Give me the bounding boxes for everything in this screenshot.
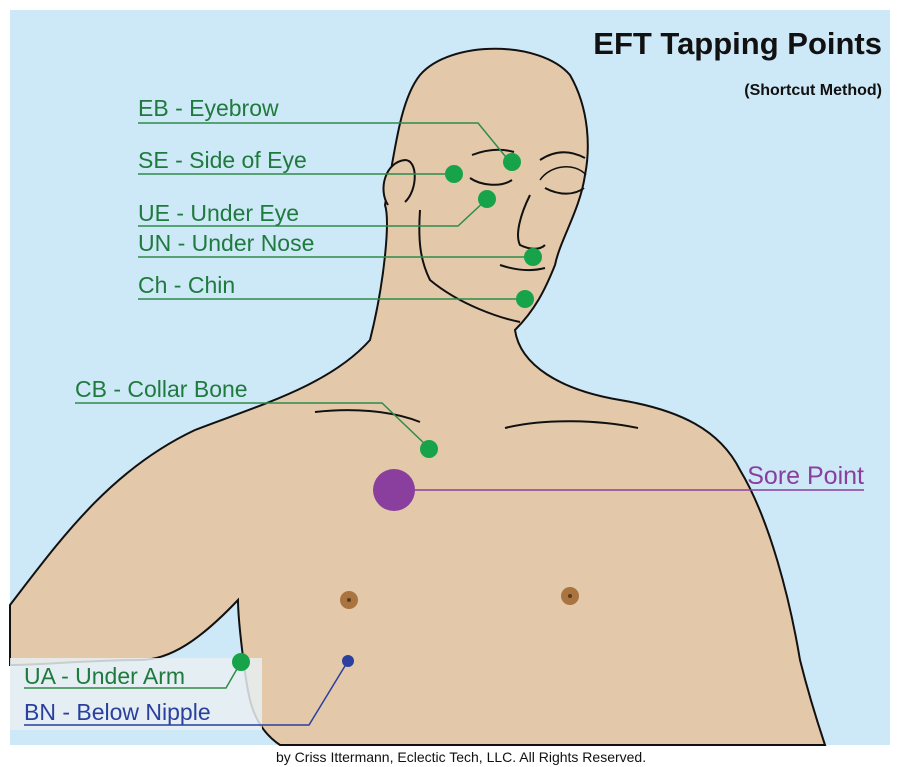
collar-bone-label: CB - Collar Bone [75, 376, 248, 402]
below-nipple-point [342, 655, 354, 667]
collar-bone-point [420, 440, 438, 458]
under-arm-point [232, 653, 250, 671]
credit-text: by Criss Ittermann, Eclectic Tech, LLC. … [276, 749, 646, 765]
below-nipple-label: BN - Below Nipple [24, 699, 211, 725]
eyebrow-label: EB - Eyebrow [138, 95, 279, 121]
left-nipple-center [347, 598, 351, 602]
sore-point [373, 469, 415, 511]
sore-point-label: Sore Point [747, 462, 864, 490]
under-eye-point [478, 190, 496, 208]
under-nose-label: UN - Under Nose [138, 230, 314, 256]
diagram-subtitle: (Shortcut Method) [744, 82, 882, 99]
side-of-eye-point [445, 165, 463, 183]
under-eye-label: UE - Under Eye [138, 200, 299, 226]
eyebrow-point [503, 153, 521, 171]
side-of-eye-label: SE - Side of Eye [138, 147, 307, 173]
chin-point [516, 290, 534, 308]
diagram-title: EFT Tapping Points [593, 26, 882, 61]
chin-label: Ch - Chin [138, 272, 235, 298]
right-nipple-center [568, 594, 572, 598]
under-nose-point [524, 248, 542, 266]
under-arm-label: UA - Under Arm [24, 663, 185, 689]
